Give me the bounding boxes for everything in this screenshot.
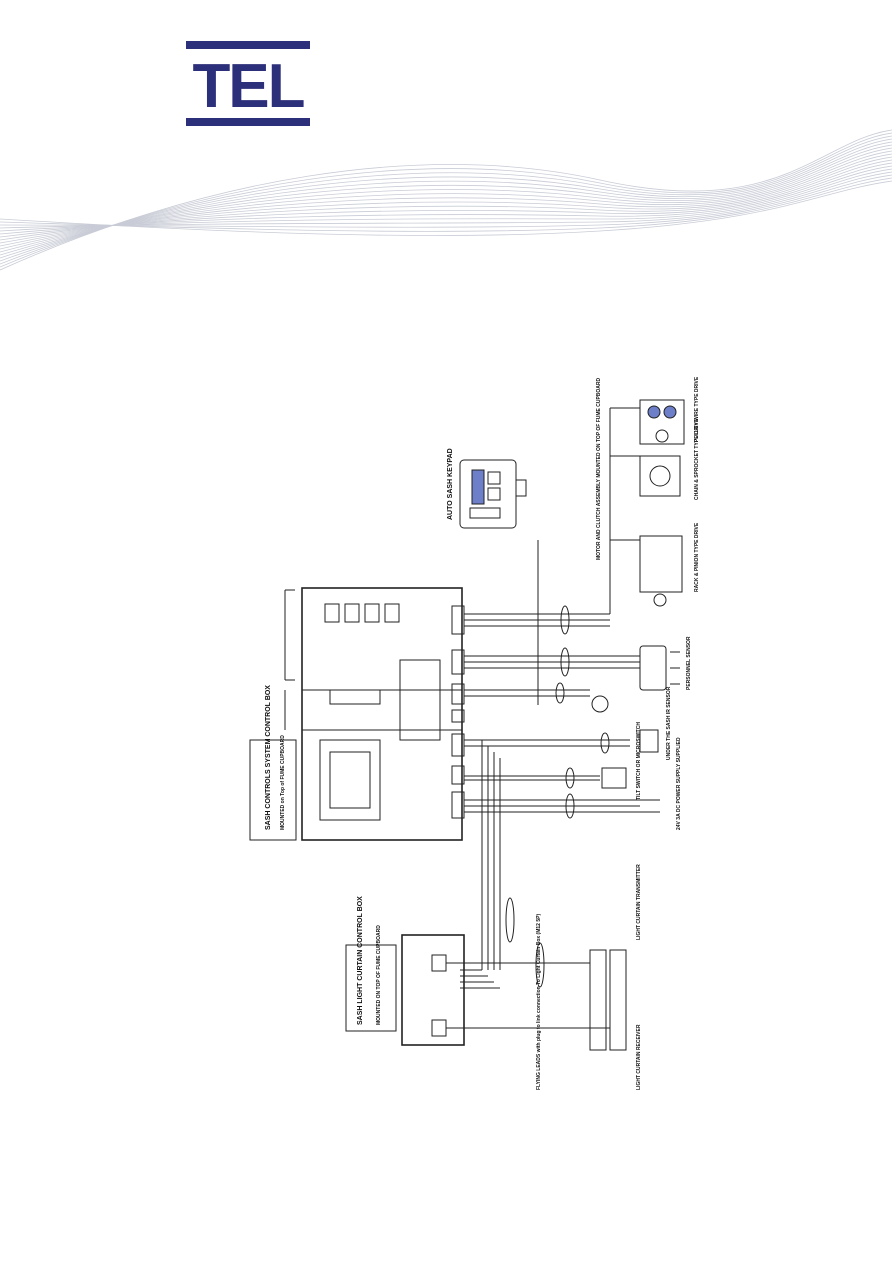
light-box-title: SASH LIGHT CURTAIN CONTROL BOX (357, 896, 364, 1025)
wave-line (0, 180, 892, 236)
chain-sprocket-drive (639, 455, 681, 497)
flying-leads-label: FLYING LEADS with plug to link connectio… (536, 914, 542, 1090)
logo-text: TEL (192, 52, 303, 121)
light-box-note: MOUNTED ON TOP OF FUME CUPBOARD (376, 925, 382, 1025)
rack-pinion-drive (639, 535, 683, 593)
wave-line (0, 162, 892, 238)
drive-chain: CHAIN & SPROCKET TYPE DRIVE (694, 418, 700, 500)
personnel-sensor (639, 645, 667, 691)
wiring-diagram: SASH CONTROLS SYSTEM CONTROL BOX MOUNTED… (249, 376, 700, 1090)
wave-line (0, 165, 892, 235)
wave-line (0, 159, 892, 241)
light-curtain-control-box (401, 934, 465, 1046)
wave-line (0, 135, 892, 265)
system-control-box-note: MOUNTED on Top of FUME CUPBOARD (280, 735, 286, 830)
wave-line (0, 177, 892, 232)
transmitter-label: LIGHT CURTAIN TRANSMITTER (636, 864, 642, 940)
wave-line (0, 156, 892, 244)
system-control-box-title: SASH CONTROLS SYSTEM CONTROL BOX (265, 685, 272, 830)
system-control-box (301, 587, 463, 841)
wave-line (0, 174, 892, 228)
light-curtain-transmitter (589, 949, 607, 1051)
wave-line (0, 147, 892, 253)
wave-line (0, 144, 892, 256)
receiver-label: LIGHT CURTAIN RECEIVER (636, 1024, 642, 1090)
wave-line (0, 168, 892, 232)
keypad-title: AUTO SASH KEYPAD (447, 448, 454, 520)
tilt-switch (601, 767, 627, 789)
tilt-label: TILT SWITCH OR MICROSWITCH (636, 722, 642, 800)
pulley-wire-drive (639, 399, 685, 445)
decorative-waves (0, 129, 892, 271)
tel-logo: TEL (186, 41, 310, 126)
wave-line (0, 153, 892, 247)
under-sash-sensor (639, 729, 659, 753)
personnel-sensor-label: PERSONNEL SENSOR (686, 636, 692, 690)
wave-line (0, 132, 892, 268)
wave-line (0, 171, 892, 229)
drive-pulley: PULLEY WIRE TYPE DRIVE (694, 376, 700, 442)
motor-title: MOTOR AND CLUTCH ASSEMBLY MOUNTED ON TOP… (596, 377, 602, 560)
power-label: 24V 3A DC POWER SUPPLY SUPPLIED (676, 737, 682, 830)
drive-rack: RACK & PINION TYPE DRIVE (694, 522, 700, 592)
wave-line (0, 129, 892, 271)
wave-line (0, 141, 892, 259)
under-sash-label: UNDER THE SASH IR SENSOR (666, 686, 672, 760)
reed-sensor (591, 695, 609, 713)
wave-line (0, 150, 892, 250)
light-curtain-receiver (609, 949, 627, 1051)
wave-line (0, 138, 892, 262)
